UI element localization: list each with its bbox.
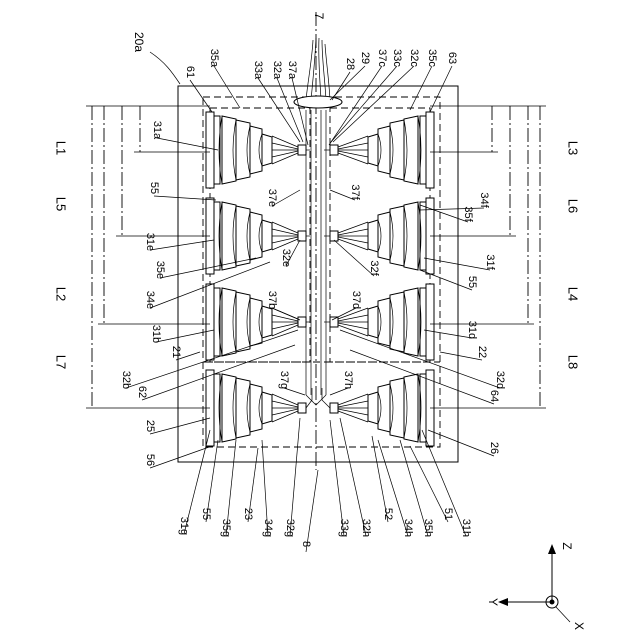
label-bottom-55: 55 (200, 508, 212, 520)
label-mid-37h: 37h (342, 371, 354, 389)
label-low-25: 25 (144, 420, 156, 432)
label-bottom-35g: 35g (220, 519, 232, 537)
label-bottom-34h: 34h (402, 519, 414, 537)
label-20a-arrow (150, 52, 180, 84)
label-ul-31a: 31a (151, 121, 163, 140)
optical-unit (206, 198, 310, 274)
label-mid-37d: 37d (350, 291, 362, 309)
dim-L4: L4 (566, 287, 581, 301)
label-ul-32e: 32e (280, 249, 292, 267)
label-mid-37b: 37b (266, 291, 278, 309)
dim-L7: L7 (54, 355, 69, 369)
label-top-37c: 37c (376, 49, 388, 67)
label-bottom-34g: 34g (262, 519, 274, 537)
label-20a: 20a (132, 32, 146, 52)
label-bottom-8: 8 (300, 541, 312, 547)
label-top-37a: 37a (286, 61, 298, 80)
dim-L6: L6 (566, 199, 581, 213)
label-top-35c: 35c (426, 49, 438, 67)
dim-L5: L5 (54, 197, 69, 211)
optical-unit (322, 370, 434, 446)
optical-units (206, 112, 434, 446)
label-ur-31f: 31f (484, 254, 496, 270)
label-bottom-31g: 31g (178, 517, 190, 535)
dimensions-left (86, 106, 210, 408)
label-mid-32b: 32b (120, 371, 132, 389)
label-low-56: 56 (144, 454, 156, 466)
label-top-61: 61 (184, 66, 196, 78)
label-bottom-33g: 33g (338, 519, 350, 537)
leader-lines (126, 66, 500, 552)
label-top-28: 28 (344, 58, 356, 70)
label-bottom-52: 52 (382, 508, 394, 520)
label-ur-55: 55 (466, 276, 478, 288)
label-ur-34f: 34f (478, 192, 490, 208)
label-ul-31e: 31e (144, 233, 156, 251)
label-7: 7 (312, 13, 326, 20)
label-mid-37g: 37g (278, 371, 290, 389)
optical-unit (206, 112, 310, 188)
optical-unit (206, 370, 312, 446)
optical-unit (324, 284, 434, 360)
label-top-35a: 35a (208, 49, 220, 68)
dim-L1: L1 (54, 141, 69, 155)
axis-y-label: Y (486, 598, 500, 606)
label-ul-34e: 34e (144, 291, 156, 309)
dim-L8: L8 (566, 355, 581, 369)
label-bottom-35h: 35h (422, 519, 434, 537)
dim-L3: L3 (566, 141, 581, 155)
optical-unit (324, 112, 434, 188)
label-top-63: 63 (446, 52, 458, 64)
coordinate-axes (498, 544, 570, 622)
label-low-26: 26 (488, 442, 500, 454)
label-mid-21: 21 (170, 346, 182, 358)
axis-z-label: Z (560, 542, 574, 549)
label-bottom-31h: 31h (460, 519, 472, 537)
label-bottom-23: 23 (242, 508, 254, 520)
label-ul-55: 55 (148, 182, 160, 194)
label-mid-22: 22 (476, 346, 488, 358)
label-mid-31b: 31b (150, 325, 162, 343)
label-mid-62: 62 (136, 386, 148, 398)
label-bottom-32g: 32g (284, 519, 296, 537)
label-ur-32f: 32f (368, 260, 380, 276)
lens-28 (294, 96, 342, 108)
label-mid-31d: 31d (466, 321, 478, 339)
axis-x-label: X (572, 622, 586, 630)
label-top-33a: 33a (252, 61, 264, 80)
label-ul-35e: 35e (154, 261, 166, 279)
label-mid-64: 64 (488, 390, 500, 402)
label-bottom-51: 51 (442, 508, 454, 520)
optical-unit (206, 284, 310, 360)
label-top-32a: 32a (271, 61, 283, 80)
label-top-29: 29 (359, 52, 371, 64)
label-top-32c: 32c (408, 49, 420, 67)
label-ul-37e: 37e (266, 189, 278, 207)
label-bottom-32h: 32h (360, 519, 372, 537)
label-ur-37f: 37f (349, 184, 361, 200)
label-top-33c: 33c (391, 49, 403, 67)
label-mid-32d: 32d (494, 371, 506, 389)
dim-L2: L2 (54, 287, 69, 301)
label-ur-35f: 35f (462, 206, 474, 222)
